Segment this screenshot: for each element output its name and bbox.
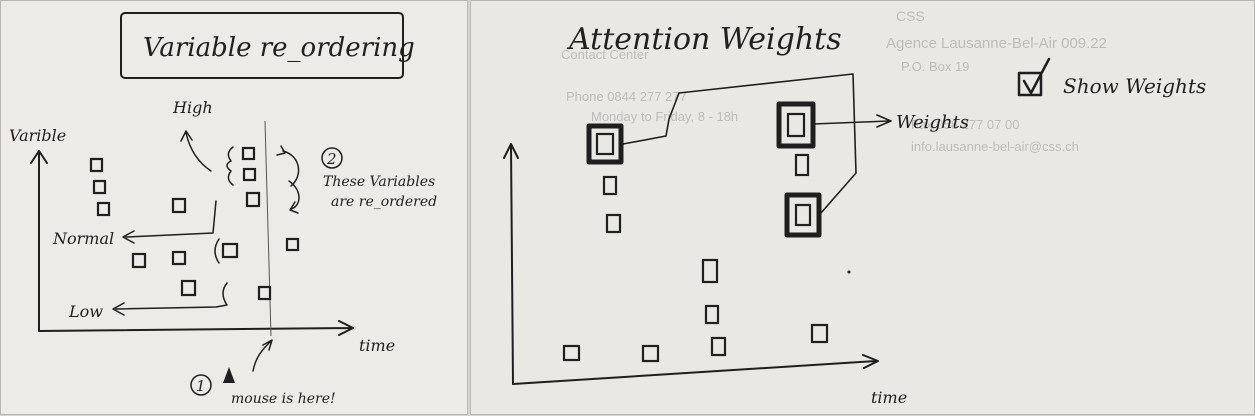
weight-connector — [622, 73, 857, 214]
label-low: Low — [68, 302, 103, 321]
high-brace — [226, 146, 234, 186]
left-sketch-panel: Variable re_ordering Varible time High — [0, 0, 468, 415]
ghost-text: Monday to Friday, 8 - 18h — [591, 109, 738, 124]
right-sketch-drawing: CSS Agence Lausanne-Bel-Air 009.22 P.O. … — [503, 8, 1206, 407]
reorder-arrow — [288, 180, 300, 214]
y-axis — [30, 150, 48, 332]
variable-markers — [562, 153, 829, 363]
variable-marker — [171, 250, 187, 266]
cursor-line — [264, 120, 272, 337]
ghost-text: Contact Center — [561, 47, 649, 62]
variable-markers — [89, 146, 300, 301]
reorder-note-line1: These Variables — [323, 174, 435, 190]
variable-marker — [605, 213, 622, 234]
variable-marker — [180, 279, 197, 297]
variable-marker — [131, 252, 147, 269]
variable-marker — [562, 344, 581, 362]
note-number-2: 2 — [326, 150, 337, 168]
x-axis — [512, 354, 879, 385]
variable-marker — [786, 112, 806, 138]
normal-brace — [214, 238, 220, 264]
right-sketch-panel: CSS Agence Lausanne-Bel-Air 009.22 P.O. … — [470, 0, 1255, 415]
mouse-note: mouse is here! — [231, 391, 336, 407]
variable-marker — [171, 197, 187, 214]
variable-marker — [602, 175, 618, 196]
variable-marker — [257, 285, 272, 301]
note-number-1: 1 — [196, 377, 206, 395]
reorder-arrow — [276, 145, 300, 187]
x-axis-label: time — [359, 336, 395, 355]
label-high: High — [172, 98, 213, 117]
low-arrow — [112, 282, 228, 316]
ghost-text: info.lausanne-bel-air@css.ch — [911, 139, 1079, 154]
variable-marker — [794, 153, 810, 177]
variable-marker — [595, 132, 615, 156]
left-title: Variable re_ordering — [143, 33, 415, 63]
weighted-variable-marker — [776, 101, 816, 149]
variable-marker — [245, 191, 261, 208]
show-through-text: CSS Agence Lausanne-Bel-Air 009.22 P.O. … — [561, 8, 1107, 154]
variable-marker — [794, 203, 812, 227]
show-weights-checkbox[interactable] — [1017, 71, 1043, 97]
pen-dot — [847, 270, 851, 274]
normal-arrow — [122, 200, 217, 244]
variable-marker — [710, 336, 727, 357]
variable-marker — [96, 201, 111, 217]
ghost-text: Phone 0844 277 277 — [566, 89, 687, 104]
weighted-markers — [586, 101, 822, 238]
y-axis — [503, 143, 519, 385]
left-sketch-drawing: Variable re_ordering Varible time High — [9, 12, 437, 407]
weights-arrow — [812, 114, 892, 128]
weighted-variable-marker — [586, 123, 624, 165]
checkbox-label: Show Weights — [1063, 74, 1206, 98]
variable-marker — [92, 179, 107, 195]
variable-marker — [242, 167, 257, 182]
right-title: Attention Weights — [566, 22, 842, 57]
variable-marker — [285, 237, 300, 252]
variable-marker — [89, 157, 104, 173]
note-number-circle — [321, 147, 343, 169]
high-arrow — [180, 130, 212, 172]
ghost-text: Agence Lausanne-Bel-Air 009.22 — [886, 35, 1107, 52]
variable-marker — [641, 344, 660, 363]
title-box — [120, 12, 404, 79]
ghost-text: P.O. Box 19 — [901, 59, 969, 74]
label-normal: Normal — [52, 229, 114, 248]
mouse-pointer-arrow — [252, 339, 273, 372]
variable-marker — [221, 242, 239, 259]
x-axis — [38, 320, 354, 336]
ghost-text: CSS — [896, 8, 925, 24]
ghost-text: Fax 058 277 07 00 — [911, 117, 1019, 132]
check-icon — [1022, 57, 1051, 95]
reorder-note-line2: are re_ordered — [331, 194, 437, 210]
variable-marker — [241, 146, 256, 161]
cursor-icon — [223, 367, 235, 383]
note-number-circle — [190, 374, 212, 396]
y-axis-label: Varible — [9, 126, 66, 145]
variable-marker — [704, 304, 720, 325]
weights-label: Weights — [896, 112, 969, 133]
variable-marker — [701, 258, 719, 284]
variable-marker — [810, 323, 829, 344]
weighted-variable-marker — [784, 192, 822, 238]
x-axis-label: time — [871, 388, 907, 407]
